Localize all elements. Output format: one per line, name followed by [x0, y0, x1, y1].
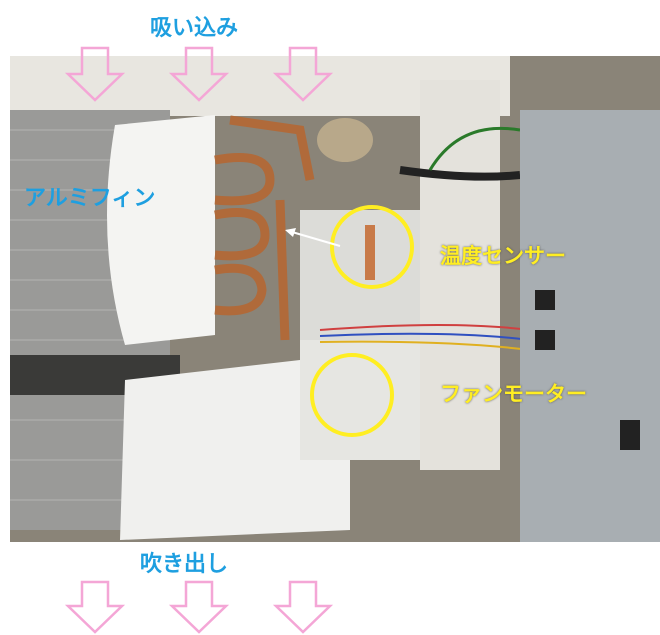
photo — [10, 56, 660, 542]
down-arrow-icon — [168, 46, 230, 102]
down-arrow-icon — [168, 580, 230, 634]
down-arrow-icon — [272, 580, 334, 634]
intake-arrows — [64, 46, 334, 102]
fan-motor-label: ファンモーター — [440, 382, 587, 406]
down-arrow-icon — [64, 46, 126, 102]
down-arrow-icon — [64, 580, 126, 634]
outlet-label: 吹き出し — [140, 552, 229, 577]
down-arrow-icon — [272, 46, 334, 102]
sensor-highlight-circle — [330, 205, 414, 289]
fan-housing — [120, 360, 350, 540]
aluminum-fin-label: アルミフィン — [24, 186, 156, 211]
metal-box — [520, 110, 660, 542]
copper-pipes — [214, 115, 315, 341]
motor-highlight-circle — [310, 353, 394, 437]
white-bracket — [107, 115, 215, 345]
temperature-sensor-label: 温度センサー — [440, 244, 566, 268]
outlet-arrows — [64, 580, 334, 634]
intake-label: 吸い込み — [150, 16, 239, 41]
sensor-pointer-arrow — [285, 228, 341, 247]
